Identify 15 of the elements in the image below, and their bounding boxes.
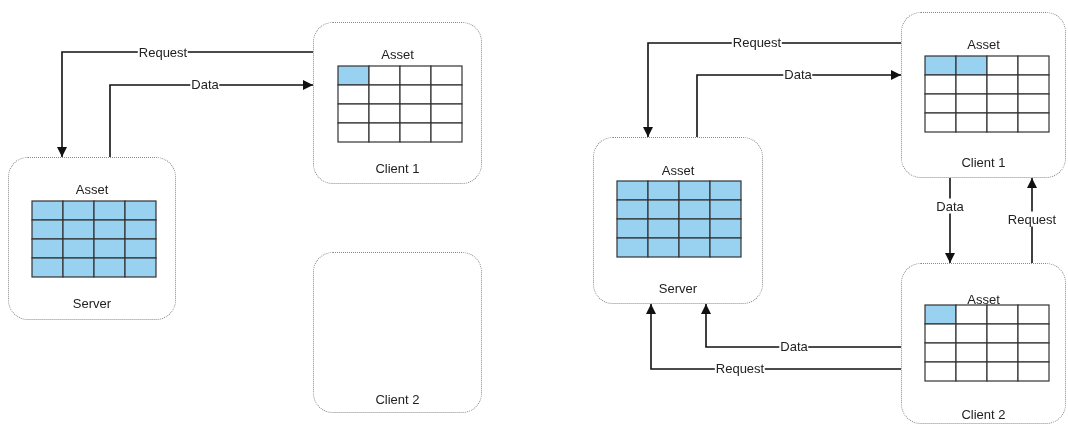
arrow bbox=[696, 70, 902, 138]
box-caption: Client 1 bbox=[961, 155, 1006, 171]
box-caption: Client 2 bbox=[375, 392, 420, 408]
box-heading: Asset bbox=[661, 163, 695, 179]
edge-label: Request bbox=[1006, 211, 1058, 227]
box-caption: Client 2 bbox=[961, 407, 1006, 423]
arrow bbox=[109, 80, 314, 158]
edge-label: Data bbox=[935, 198, 965, 214]
box-caption: Server bbox=[658, 281, 698, 297]
box-heading: Asset bbox=[967, 292, 1000, 308]
box-caption: Client 1 bbox=[375, 161, 420, 177]
box-heading: Asset bbox=[967, 37, 1000, 53]
box-heading: Asset bbox=[75, 182, 109, 198]
box-heading: Asset bbox=[381, 47, 414, 63]
box-caption: Server bbox=[72, 296, 112, 312]
